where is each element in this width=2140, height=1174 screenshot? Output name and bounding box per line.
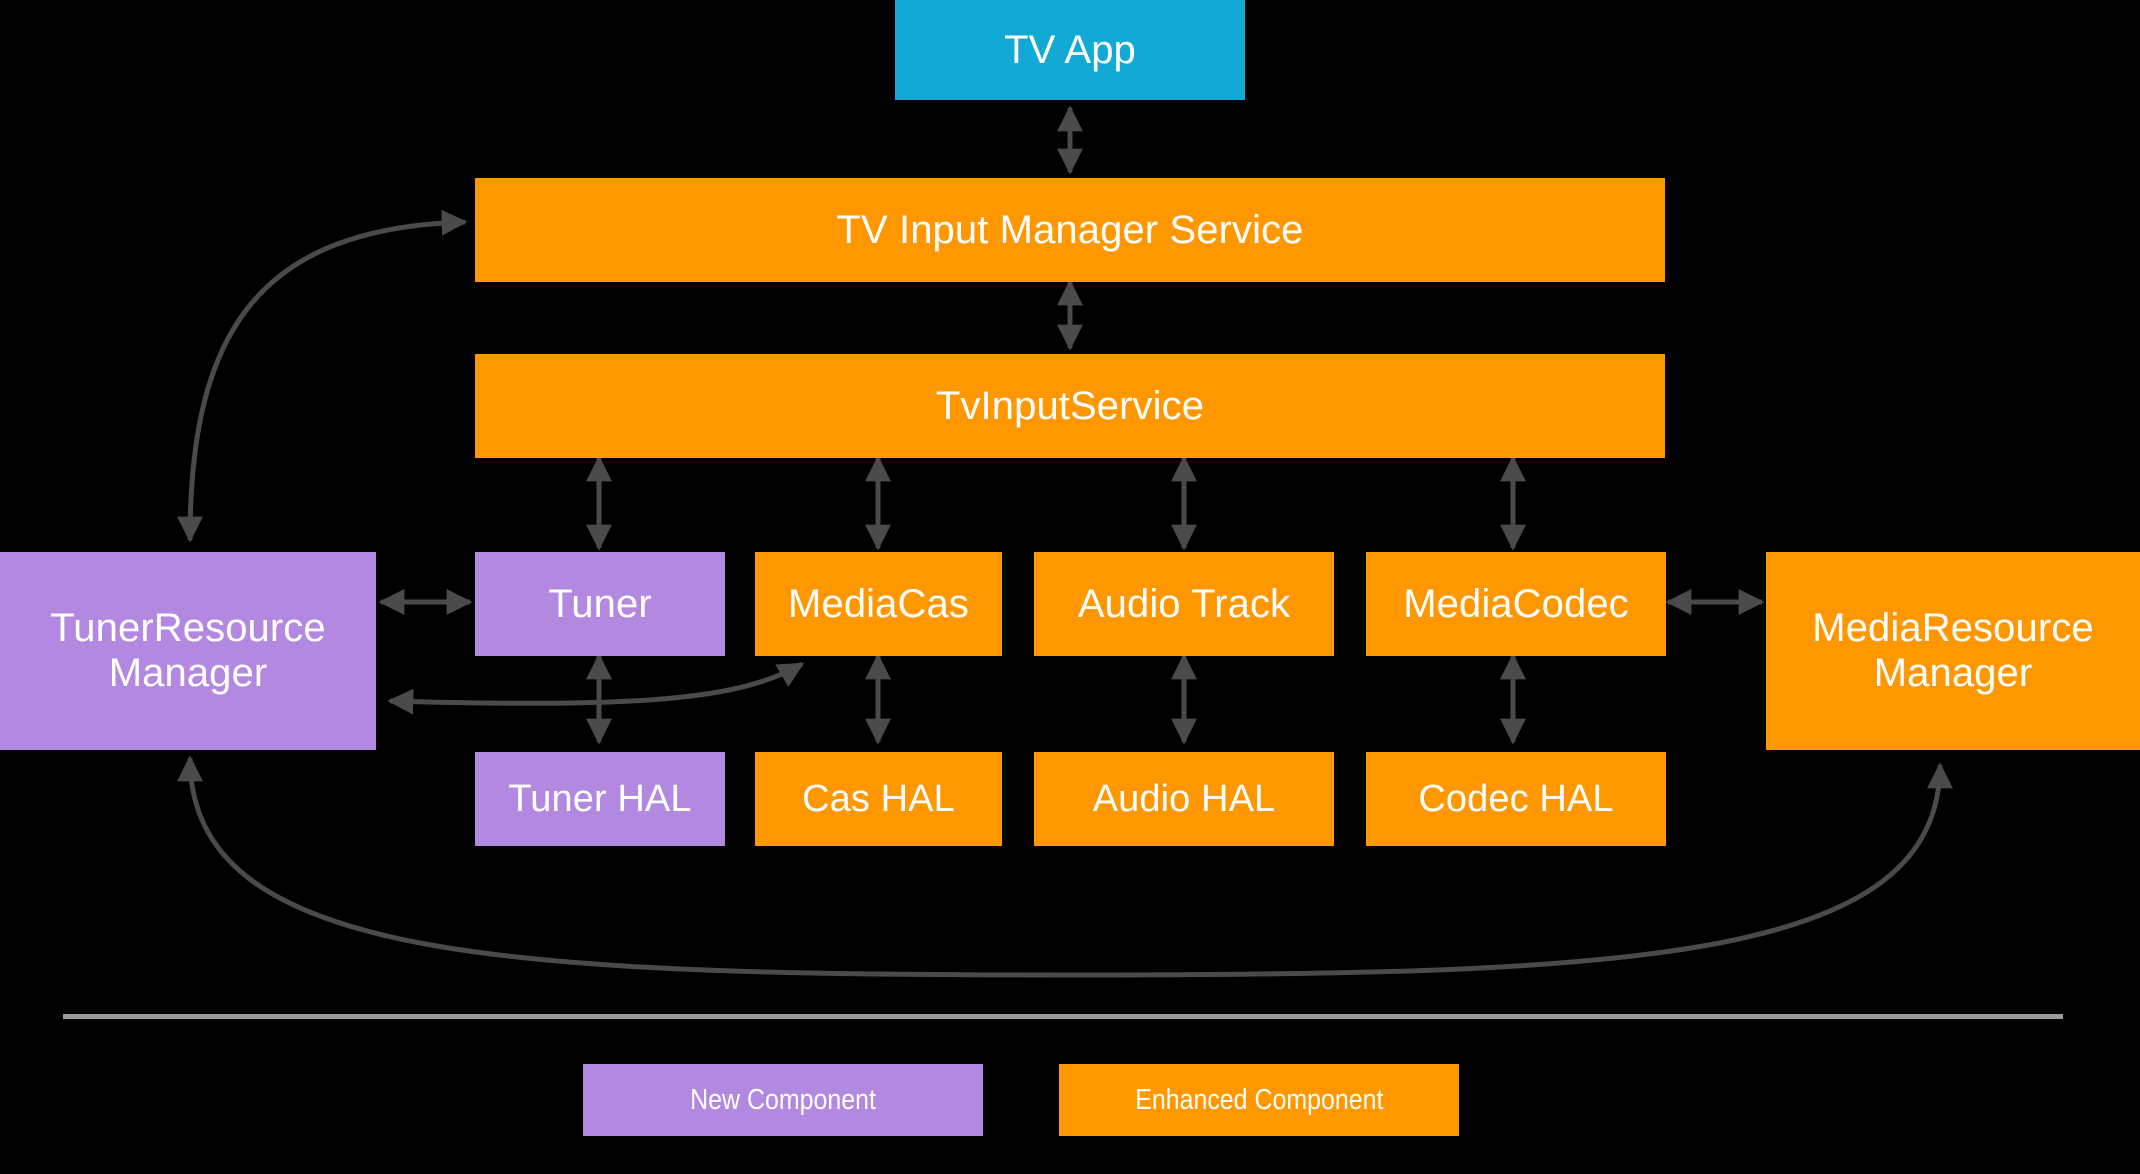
legend-divider <box>63 1014 2063 1019</box>
node-tv-input-service[interactable]: TvInputService <box>475 354 1665 458</box>
node-media-resource-manager[interactable]: MediaResource Manager <box>1766 552 2140 750</box>
node-audio-hal[interactable]: Audio HAL <box>1034 752 1334 846</box>
node-tuner-resource-manager-label-line2: Manager <box>108 651 268 695</box>
node-audio-track[interactable]: Audio Track <box>1034 552 1334 656</box>
node-tuner-resource-manager[interactable]: TunerResource Manager <box>0 552 376 750</box>
legend-item-new-component: New Component <box>583 1064 983 1136</box>
legend-item-new-component-label: New Component <box>690 1083 876 1116</box>
node-tv-app[interactable]: TV App <box>895 0 1245 100</box>
node-cas-hal[interactable]: Cas HAL <box>755 752 1002 846</box>
legend-item-enhanced-component-label: Enhanced Component <box>1134 1083 1384 1116</box>
node-media-cas[interactable]: MediaCas <box>755 552 1002 656</box>
node-codec-hal-label: Codec HAL <box>1418 777 1614 820</box>
node-media-codec[interactable]: MediaCodec <box>1366 552 1666 656</box>
node-tuner-hal-label: Tuner HAL <box>508 777 692 820</box>
node-media-resource-manager-label-line1: MediaResource <box>1812 606 2094 651</box>
node-tv-input-manager-service-label: TV Input Manager Service <box>836 207 1304 252</box>
node-audio-track-label: Audio Track <box>1077 581 1291 626</box>
node-tuner-label: Tuner <box>548 581 652 626</box>
node-media-cas-label: MediaCas <box>788 581 969 626</box>
node-codec-hal[interactable]: Codec HAL <box>1366 752 1666 846</box>
node-media-codec-label: MediaCodec <box>1403 581 1629 626</box>
node-cas-hal-label: Cas HAL <box>802 777 955 820</box>
node-tv-input-service-label: TvInputService <box>935 383 1205 428</box>
node-media-resource-manager-label-line2: Manager <box>1873 651 2033 695</box>
node-tuner[interactable]: Tuner <box>475 552 725 656</box>
connector-tunerresourcemanager-mediacas-curve <box>387 661 805 715</box>
node-audio-hal-label: Audio HAL <box>1092 777 1276 820</box>
node-tv-input-manager-service[interactable]: TV Input Manager Service <box>475 178 1665 282</box>
node-tuner-resource-manager-label-line1: TunerResource <box>50 606 326 651</box>
legend-item-enhanced-component: Enhanced Component <box>1059 1064 1459 1136</box>
node-tv-app-label: TV App <box>1004 27 1136 72</box>
connector-tunerresourcemanager-tvinputmanagerservice-curve <box>177 209 468 543</box>
node-tuner-hal[interactable]: Tuner HAL <box>475 752 725 846</box>
